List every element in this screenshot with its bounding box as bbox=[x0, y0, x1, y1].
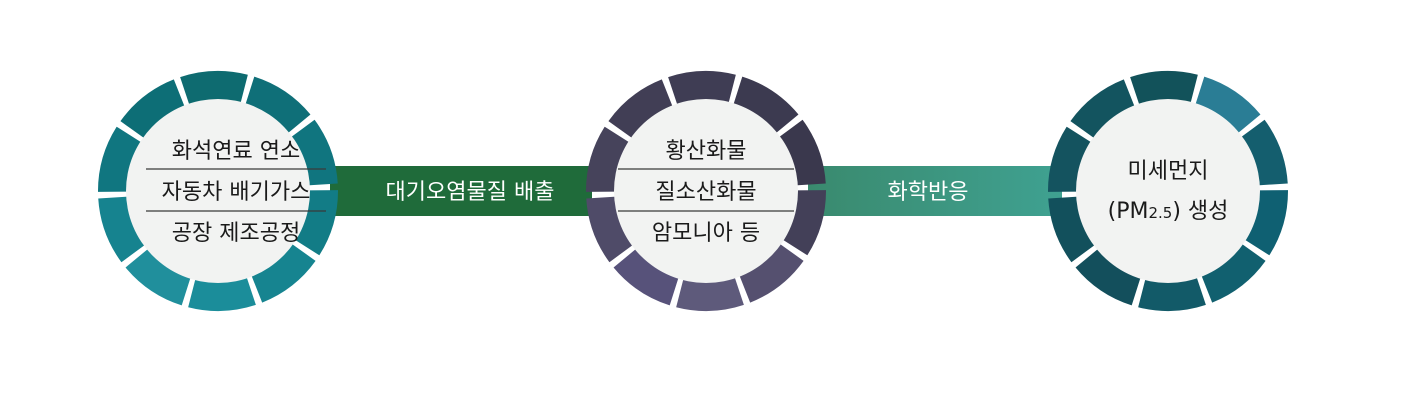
ring-segment bbox=[738, 242, 804, 303]
source-circle bbox=[126, 99, 310, 283]
source-line: 화석연료 연소 bbox=[172, 139, 300, 164]
emission-label: 대기오염물질 배출 bbox=[386, 180, 555, 205]
pollutants-ring bbox=[586, 71, 827, 311]
ring-segment bbox=[180, 71, 248, 108]
ring-segment bbox=[1048, 126, 1094, 192]
ring-segment bbox=[676, 274, 744, 311]
result-line: (PM2.5) 생성 bbox=[1108, 199, 1229, 224]
result-pm-subscript: 2.5 bbox=[1148, 204, 1172, 222]
source-ring bbox=[98, 71, 338, 311]
ring-segment bbox=[608, 79, 674, 140]
ring-segment bbox=[1238, 119, 1288, 186]
ring-segment bbox=[1070, 79, 1136, 140]
pollutants-line: 질소산화물 bbox=[655, 180, 756, 205]
emission-arrow-bar bbox=[330, 166, 592, 216]
ring-segment bbox=[586, 196, 636, 263]
ring-segment bbox=[98, 196, 148, 263]
ring-segment bbox=[668, 71, 736, 108]
ring-segment bbox=[120, 79, 186, 140]
ring-segment bbox=[244, 76, 311, 135]
ring-segment bbox=[776, 119, 826, 186]
ring-segment bbox=[188, 274, 256, 311]
result-ring bbox=[1048, 71, 1288, 311]
reaction-arrow-bar bbox=[808, 166, 1062, 216]
result-line: 미세먼지 bbox=[1128, 159, 1209, 184]
reaction-label: 화학반응 bbox=[888, 180, 969, 205]
ring-segment bbox=[1194, 76, 1261, 135]
ring-segment bbox=[732, 76, 799, 135]
source-line: 자동차 배기가스 bbox=[162, 180, 311, 205]
ring-segment bbox=[98, 126, 144, 192]
pollutants-circle bbox=[614, 99, 798, 283]
source-line: 공장 제조공정 bbox=[172, 221, 300, 246]
ring-segment bbox=[1242, 190, 1288, 256]
ring-segment bbox=[1138, 274, 1206, 311]
ring-segment bbox=[1048, 196, 1098, 263]
ring-segment bbox=[1200, 242, 1266, 303]
ring-segment bbox=[1075, 247, 1142, 306]
ring-segment bbox=[250, 242, 316, 303]
result-pm-prefix: (PM bbox=[1108, 199, 1149, 224]
result-pm-suffix: ) 생성 bbox=[1172, 199, 1228, 224]
ring-segment bbox=[125, 247, 192, 306]
ring-segment bbox=[1130, 71, 1198, 108]
pollutants-line: 암모니아 등 bbox=[652, 221, 760, 246]
result-circle bbox=[1076, 99, 1260, 283]
ring-segment bbox=[613, 247, 680, 306]
pollutants-line: 황산화물 bbox=[666, 139, 747, 164]
ring-segment bbox=[780, 190, 827, 256]
ring-segment bbox=[292, 190, 338, 256]
ring-segment bbox=[586, 126, 632, 192]
